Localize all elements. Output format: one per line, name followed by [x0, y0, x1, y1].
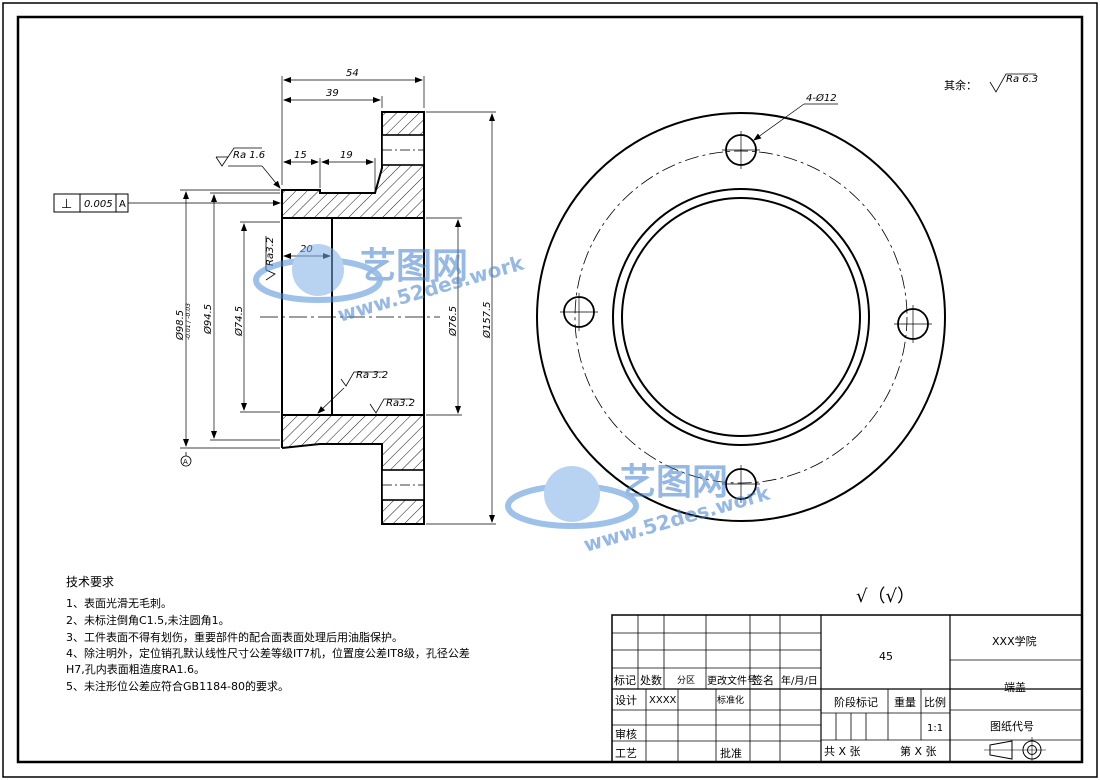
- tech-item-4: 4、除注明外，定位销孔默认线性尺寸公差等级IT7机，位置度公差IT8级，孔径公差: [66, 646, 470, 660]
- tb-weight: 重量: [894, 695, 916, 709]
- hatch-hub-bottom: [282, 415, 382, 448]
- tb-material: 45: [879, 650, 893, 663]
- tb-standardize: 标准化: [717, 694, 744, 706]
- roughness-ra-3-2-a: Ra3.2: [265, 237, 276, 266]
- watermark-brand-1: 艺图网: [360, 246, 468, 287]
- dim-dia-94-5: Ø94.5: [202, 304, 214, 335]
- tb-total-sheets: 共 X 张: [824, 745, 861, 758]
- roughness-ra-3-2-c: Ra3.2: [386, 398, 415, 409]
- dim-39: 39: [326, 88, 339, 99]
- tech-item-4b: H7,孔内表面粗造度RA1.6。: [66, 662, 205, 676]
- tb-stage-mark: 阶段标记: [834, 695, 878, 709]
- tech-item-2: 2、未标注倒角C1.5,未注圆角1。: [66, 613, 230, 627]
- tb-approve: 批准: [720, 746, 742, 760]
- roughness-symbol-3-2-a: [265, 269, 276, 281]
- tb-mark: 标记: [614, 673, 636, 687]
- section-view: 54 39 15 19 20 Ø98.5 -0.01 / -0.03 Ø94.5…: [53, 68, 496, 525]
- tb-scale-value: 1:1: [927, 723, 943, 734]
- outer-circle: [536, 112, 946, 522]
- tb-part-name: 端盖: [1004, 680, 1026, 694]
- tb-drawing-no: 图纸代号: [990, 720, 1034, 733]
- dim-dia-98-5-tol: -0.01 / -0.03: [185, 303, 192, 340]
- projection-symbol-icon: [984, 737, 1046, 763]
- tb-sheet-no: 第 X 张: [900, 744, 937, 758]
- dim-dia-98-5: Ø98.5: [174, 310, 186, 341]
- roughness-symbol-3-2-b: [340, 371, 384, 387]
- tb-count: 处数: [640, 674, 662, 687]
- dim-holes: 4-Ø12: [806, 92, 837, 104]
- tolerance-symbol: ⊥: [61, 197, 72, 212]
- tb-process: 工艺: [615, 747, 637, 760]
- roughness-symbol-3-2-c: [369, 398, 412, 414]
- dim-dia-76-5: Ø76.5: [447, 306, 459, 337]
- watermark-2: 艺图网 www.52des.work: [505, 462, 773, 557]
- tech-requirements: 技术要求 1、表面光滑无毛刺。 2、未标注倒角C1.5,未注圆角1。 3、工件表…: [66, 575, 470, 693]
- tech-item-5: 5、未注形位公差应符合GB1184-80的要求。: [66, 679, 289, 693]
- tb-zone: 分区: [677, 675, 695, 686]
- tb-change-doc: 更改文件号: [707, 674, 757, 687]
- roughness-symbol-note: √（√）: [856, 586, 915, 607]
- tech-item-1: 1、表面光滑无毛刺。: [66, 596, 172, 610]
- tb-review: 审核: [615, 727, 637, 741]
- inner-frame: [16, 15, 1084, 764]
- rest-roughness-label: 其余：: [944, 78, 977, 92]
- title-block-text: 45 XXX学院 端盖 图纸代号 标记 处数 分区 更改文件号 签名 年/月/日…: [614, 634, 1037, 760]
- rest-roughness-value: Ra 6.3: [1006, 74, 1038, 85]
- roughness-ra-1-6: Ra 1.6: [233, 150, 265, 161]
- tech-item-3: 3、工件表面不得有划伤，重要部件的配合面表面处理后用油脂保护。: [66, 630, 403, 644]
- tb-design: 设计: [615, 694, 637, 707]
- front-view: 4-Ø12: [536, 92, 946, 522]
- pitch-circle: [574, 150, 908, 484]
- tb-school: XXX学院: [992, 634, 1037, 648]
- dim-dia-74-5: Ø74.5: [233, 306, 245, 337]
- title-block: [611, 614, 1083, 763]
- tolerance-datum: A: [119, 199, 126, 210]
- inner-bore-circle: [621, 197, 861, 437]
- tb-scale-label: 比例: [924, 695, 946, 709]
- dim-54: 54: [346, 68, 359, 79]
- bore-circle: [612, 188, 870, 446]
- datum-label: A: [183, 458, 188, 466]
- watermark-brand-2: 艺图网: [620, 462, 728, 503]
- dim-dia-157-5: Ø157.5: [481, 302, 493, 340]
- tb-designer: XXXX: [649, 695, 677, 706]
- dim-19: 19: [340, 150, 353, 161]
- dim-15: 15: [294, 150, 307, 161]
- tolerance-value: 0.005: [84, 199, 113, 210]
- tb-sign: 签名: [752, 673, 774, 687]
- tb-date: 年/月/日: [781, 674, 818, 687]
- section-outline-top: [281, 111, 425, 525]
- roughness-ra-3-2-b: Ra 3.2: [356, 370, 388, 381]
- rest-roughness-symbol: [989, 73, 1036, 93]
- tech-title: 技术要求: [66, 575, 114, 589]
